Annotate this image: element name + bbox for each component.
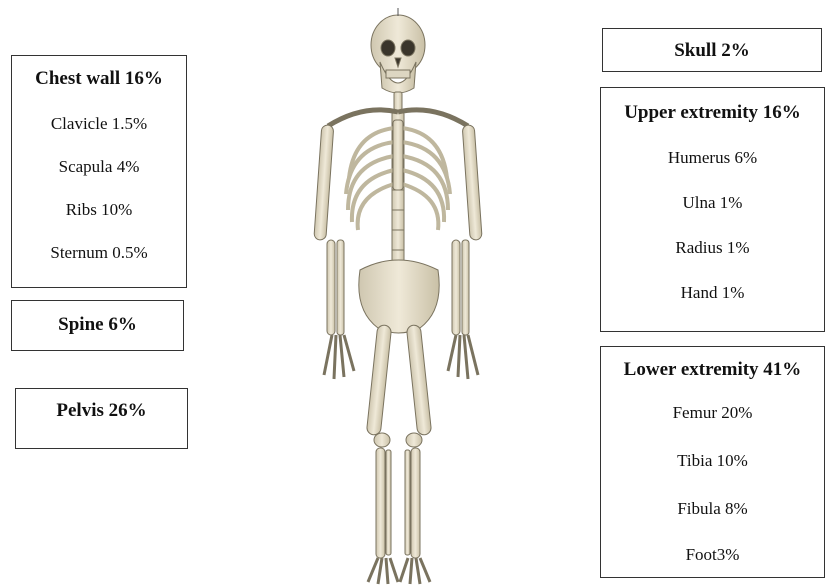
skeleton-illustration: [300, 0, 500, 585]
upper-extremity-item-hand: Hand 1%: [601, 283, 824, 303]
lower-extremity-box: Lower extremity 41% Femur 20% Tibia 10% …: [600, 346, 825, 578]
upper-extremity-title: Upper extremity 16%: [601, 102, 824, 124]
lower-extremity-item-tibia: Tibia 10%: [601, 451, 824, 471]
lower-extremity-item-femur: Femur 20%: [601, 403, 824, 423]
chest-wall-item-sternum: Sternum 0.5%: [12, 243, 186, 263]
lower-extremity-item-fibula: Fibula 8%: [601, 499, 824, 519]
pelvis-bone: [359, 260, 439, 333]
spine-box: Spine 6%: [11, 300, 184, 351]
pelvis-box: Pelvis 26%: [15, 388, 188, 449]
skull-title: Skull 2%: [603, 40, 821, 62]
chest-wall-box: Chest wall 16% Clavicle 1.5% Scapula 4% …: [11, 55, 187, 288]
chest-wall-item-clavicle: Clavicle 1.5%: [12, 114, 186, 134]
knee-caps: [374, 433, 422, 447]
foot-bones: [368, 558, 430, 584]
upper-extremity-item-radius: Radius 1%: [601, 238, 824, 258]
chest-wall-item-ribs: Ribs 10%: [12, 200, 186, 220]
lower-extremity-item-foot: Foot3%: [601, 545, 824, 565]
skull-box: Skull 2%: [602, 28, 822, 72]
spine-title: Spine 6%: [12, 314, 183, 336]
pelvis-title: Pelvis 26%: [16, 400, 187, 422]
sternum-bone: [393, 120, 403, 190]
femur-bones: [366, 325, 431, 436]
upper-extremity-item-ulna: Ulna 1%: [601, 193, 824, 213]
upper-extremity-box: Upper extremity 16% Humerus 6% Ulna 1% R…: [600, 87, 825, 332]
upper-extremity-item-humerus: Humerus 6%: [601, 148, 824, 168]
skull-bone: [371, 8, 425, 93]
chest-wall-title: Chest wall 16%: [12, 68, 186, 90]
chest-wall-item-scapula: Scapula 4%: [12, 157, 186, 177]
hand-bones: [324, 335, 478, 379]
lower-extremity-title: Lower extremity 41%: [601, 359, 824, 381]
tibia-fibula-bones: [376, 448, 420, 558]
